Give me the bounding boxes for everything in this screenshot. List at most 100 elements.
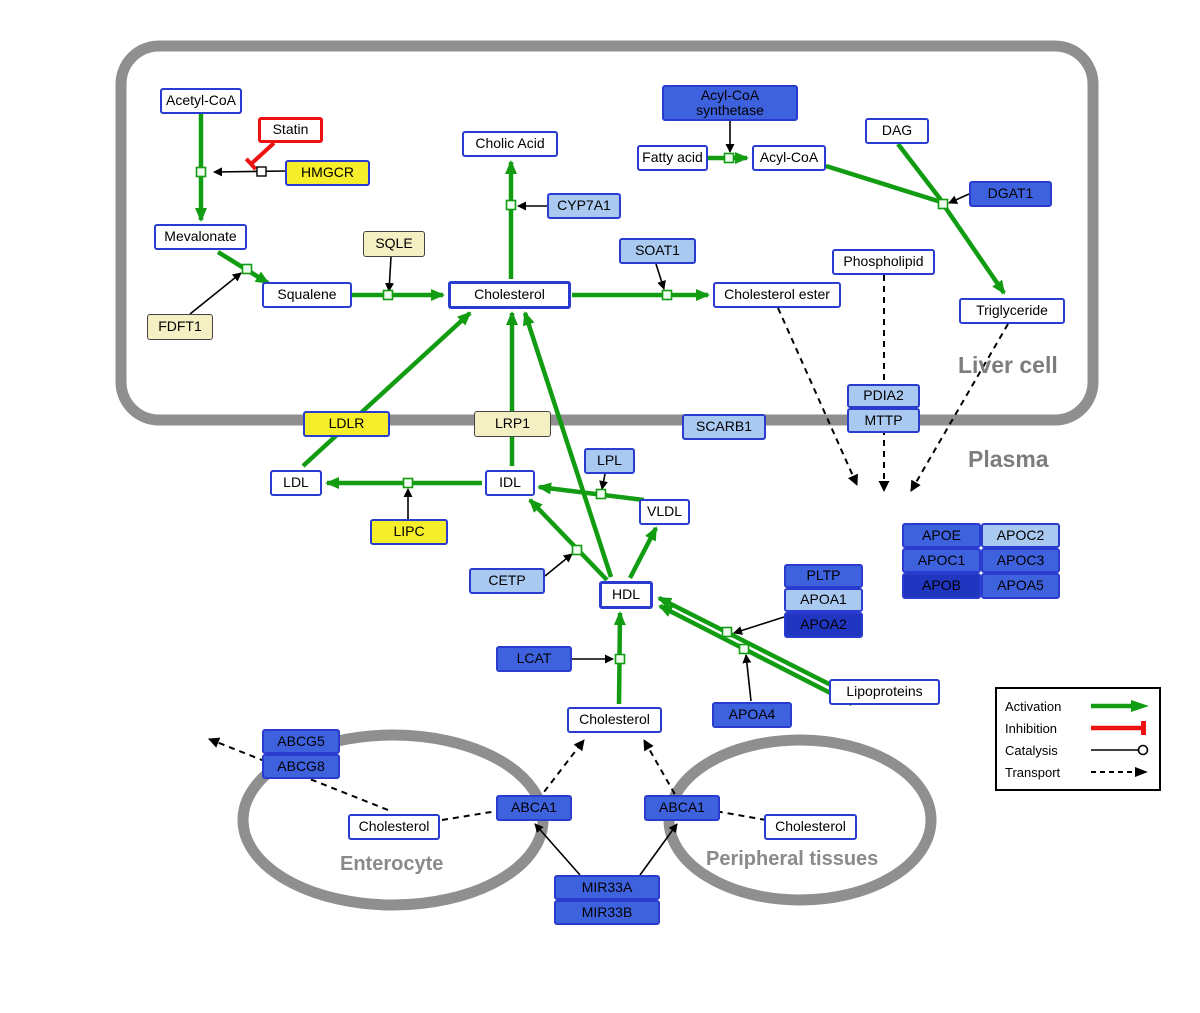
node-fdft1[interactable]: FDFT1 [147,314,213,340]
transport-dashed-arrow-icon [1091,767,1148,777]
activation-edge-hdl-idl [528,498,609,582]
node-lpl[interactable]: LPL [584,448,635,474]
reaction-node [595,488,607,500]
activation-edge-acylcoa-dgat1 [825,163,942,205]
catalysis-edge-soat1 [655,263,666,290]
node-lrp1[interactable]: LRP1 [474,411,551,437]
node-acyl-coa[interactable]: Acyl-CoA [752,145,826,171]
node-apob[interactable]: APOB [902,573,981,599]
node-ldlr[interactable]: LDLR [303,411,390,437]
node-cholesterol-plasma[interactable]: Cholesterol [567,707,662,733]
node-lipoproteins[interactable]: Lipoproteins [829,679,940,705]
node-abca1-right[interactable]: ABCA1 [644,795,720,821]
node-vldl[interactable]: VLDL [639,499,690,525]
reaction-node [241,263,253,275]
node-idl[interactable]: IDL [485,470,535,496]
legend-transport-label: Transport [1005,764,1061,780]
reaction-node [382,289,394,301]
legend-catalysis-label: Catalysis [1005,742,1058,758]
node-mir33b[interactable]: MIR33B [554,900,660,925]
legend-row-catalysis: Catalysis [1005,739,1151,761]
node-apoa5[interactable]: APOA5 [981,573,1060,599]
activation-edge-dgat1-triglyceride [943,205,1006,295]
node-cholesterol-liver[interactable]: Cholesterol [448,281,571,309]
reaction-node [937,198,949,210]
node-hdl[interactable]: HDL [599,581,653,609]
catalysis-edge-dgat1 [948,193,970,204]
catalysis-edge-mir33-abca1-left [534,823,581,876]
legend-row-activation: Activation [1005,695,1151,717]
node-pdia2[interactable]: PDIA2 [847,384,920,408]
node-apoe[interactable]: APOE [902,523,981,548]
activation-edge-lipoproteins-hdl-2 [658,603,854,707]
catalysis-edge-apoa4 [742,654,752,702]
node-cholesterol-peripheral[interactable]: Cholesterol [764,814,857,840]
legend-activation-label: Activation [1005,698,1062,714]
reaction-node [723,152,735,164]
node-cholic-acid[interactable]: Cholic Acid [462,131,558,157]
inhibition-edge-statin-hmgcr [244,141,276,171]
node-hmgcr[interactable]: HMGCR [285,160,370,186]
node-abcg8[interactable]: ABCG8 [262,754,340,779]
inhibition-tee-icon [1091,721,1146,735]
activation-edge-vldl-idl [537,482,645,503]
catalysis-edge-sqle [384,256,394,292]
node-apoa2[interactable]: APOA2 [784,612,863,638]
legend-inhibition-label: Inhibition [1005,720,1058,736]
node-apoa4[interactable]: APOA4 [712,702,792,728]
catalysis-edge-fdft1 [189,272,242,315]
catalysis-edge-mir33-abca1-right [639,823,678,876]
node-cetp[interactable]: CETP [469,568,545,594]
node-statin[interactable]: Statin [258,117,323,143]
node-acetyl-coa[interactable]: Acetyl-CoA [160,88,242,114]
liver-cell-membrane [115,40,1099,426]
node-cyp7a1[interactable]: CYP7A1 [547,193,621,219]
catalysis-edge-apoa-stack [733,616,785,635]
node-ldl[interactable]: LDL [270,470,322,496]
legend: Activation Inhibition Catalysis Transpor… [995,687,1161,791]
catalysis-junction-square [256,166,267,177]
node-mir33a[interactable]: MIR33A [554,875,660,900]
node-scarb1[interactable]: SCARB1 [682,414,766,440]
node-pltp[interactable]: PLTP [784,564,863,588]
node-abca1-left[interactable]: ABCA1 [496,795,572,821]
node-sqle[interactable]: SQLE [363,231,425,257]
node-apoa1[interactable]: APOA1 [784,588,863,612]
node-cholesterol-enterocyte[interactable]: Cholesterol [348,814,440,840]
enterocyte-label: Enterocyte [340,853,444,875]
node-fatty-acid[interactable]: Fatty acid [637,145,708,171]
liver-cell-label: Liver cell [958,352,1058,378]
node-mevalonate[interactable]: Mevalonate [154,224,247,250]
reaction-node [402,477,414,489]
activation-edge-hdl-vldl [628,526,658,580]
node-phospholipid[interactable]: Phospholipid [832,249,935,275]
node-apoc3[interactable]: APOC3 [981,548,1060,573]
node-dag[interactable]: DAG [865,118,929,144]
catalysis-edge-hmgcr [213,167,286,177]
catalysis-circle-icon [1091,744,1149,756]
node-cholesterol-ester[interactable]: Cholesterol ester [713,282,841,308]
legend-row-inhibition: Inhibition [1005,717,1151,739]
reaction-node [721,626,733,638]
activation-edge-dag-dgat1 [896,142,943,202]
node-lipc[interactable]: LIPC [370,519,448,545]
node-dgat1[interactable]: DGAT1 [969,181,1052,207]
transport-edge-abca1-right [643,739,767,821]
activation-arrow-icon [1091,700,1149,712]
node-apoc2[interactable]: APOC2 [981,523,1060,548]
node-squalene[interactable]: Squalene [262,282,352,308]
node-acyl-coa-synthetase[interactable]: Acyl-CoA synthetase [662,85,798,121]
peripheral-tissues-label: Peripheral tissues [706,848,879,870]
reaction-node [614,653,626,665]
node-triglyceride[interactable]: Triglyceride [959,298,1065,324]
node-abcg5[interactable]: ABCG5 [262,729,340,754]
reaction-node [195,166,207,178]
node-apoc1[interactable]: APOC1 [902,548,981,573]
node-lcat[interactable]: LCAT [496,646,572,672]
activation-edge-lipoproteins-hdl-1 [657,595,835,689]
node-soat1[interactable]: SOAT1 [619,238,696,264]
reaction-node [738,643,750,655]
node-mttp[interactable]: MTTP [847,408,920,433]
